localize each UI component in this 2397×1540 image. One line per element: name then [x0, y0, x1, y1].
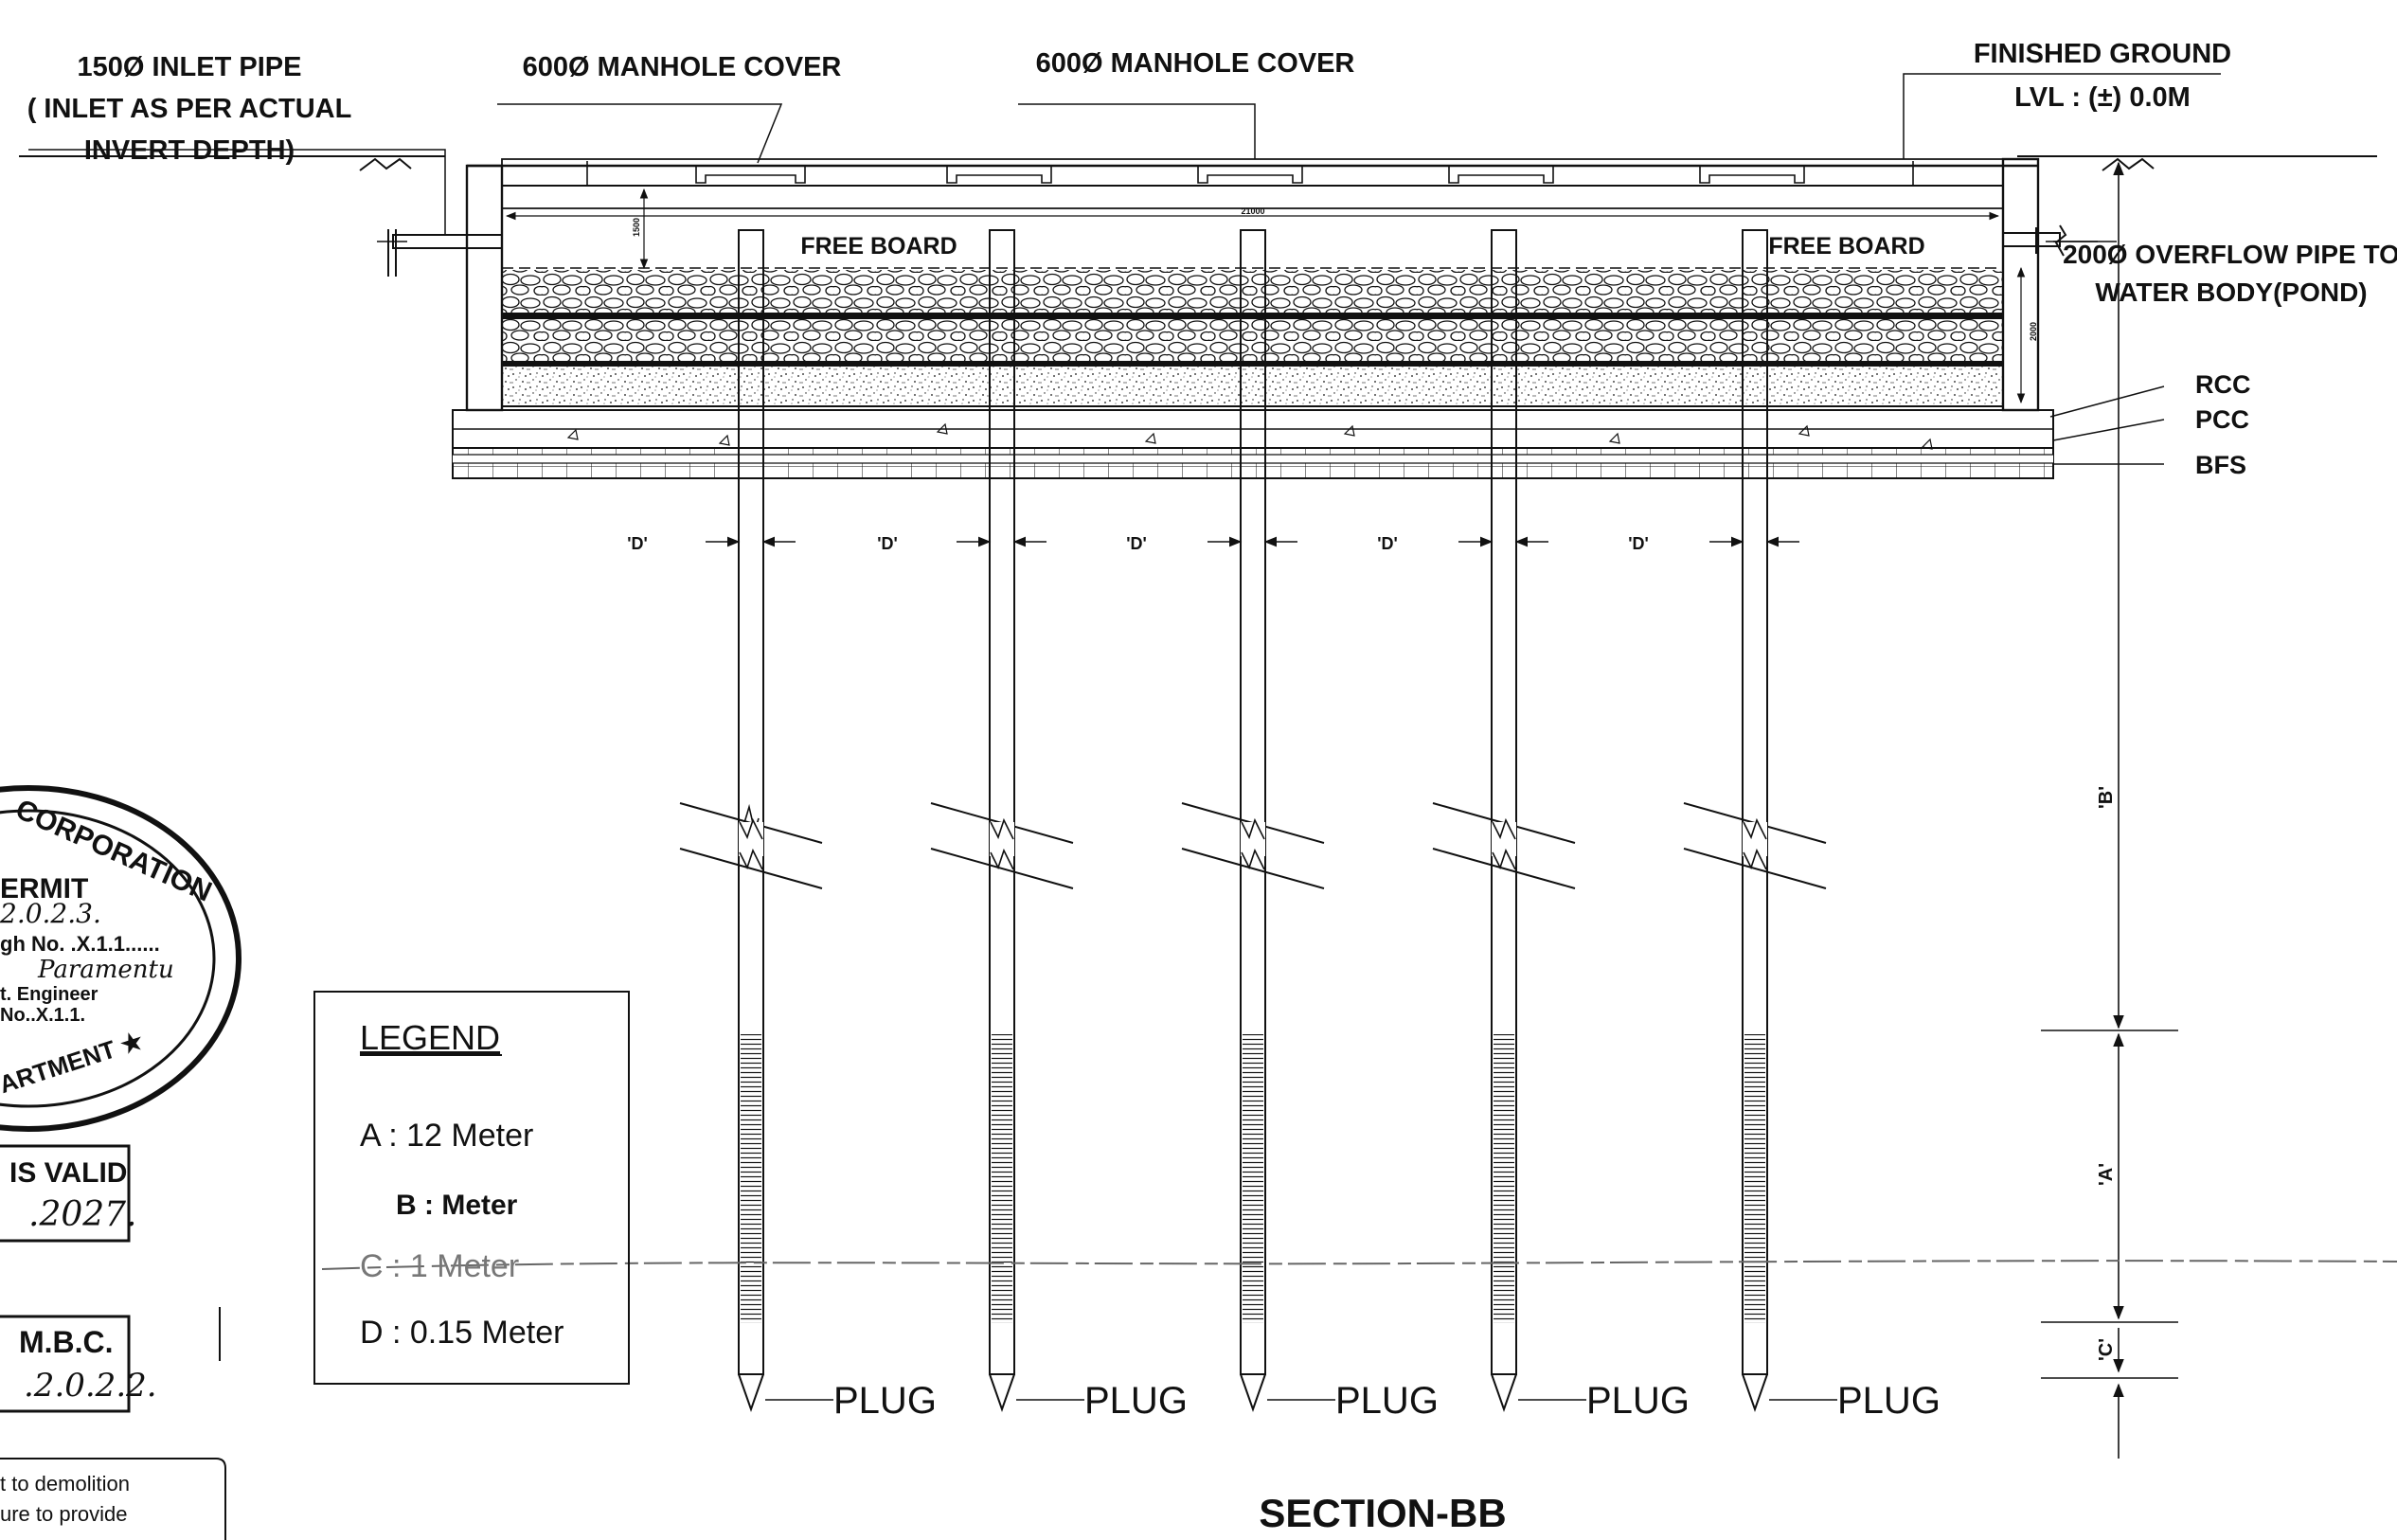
dimension-label-c: 'C'	[2096, 1338, 2117, 1361]
filter-media	[502, 270, 2003, 407]
layer-label-rcc: RCC	[2195, 370, 2251, 399]
well-1	[679, 229, 823, 1413]
dimension-label-b: 'B'	[2096, 786, 2117, 809]
free-board-label-right: FREE BOARD	[1768, 233, 1924, 260]
layer-label-pcc: PCC	[2195, 405, 2249, 434]
free-board-label-left: FREE BOARD	[800, 233, 957, 260]
legend-item-b: B : Meter	[396, 1190, 518, 1221]
inlet-label-line-3: INVERT DEPTH)	[84, 135, 295, 166]
plug-label-5: PLUG	[1837, 1380, 1941, 1422]
inner-dimensions	[505, 188, 2026, 404]
scan-artifact-line	[321, 1260, 2397, 1270]
finished-ground-label: FINISHED GROUND	[1974, 39, 2231, 69]
legend-item-a: A : 12 Meter	[360, 1118, 533, 1154]
manhole-cover-label-2: 600Ø MANHOLE COVER	[1036, 48, 1355, 79]
base-slabs	[452, 409, 2054, 479]
overflow-label-line-1: 200Ø OVERFLOW PIPE TO	[2063, 240, 2397, 269]
well-4	[1432, 229, 1576, 1413]
ground-line	[19, 155, 2377, 171]
well-3	[1181, 229, 1325, 1413]
overflow-label-line-2: WATER BODY(POND)	[2095, 278, 2367, 307]
stamp-note-line-1: t to demolition	[0, 1472, 130, 1495]
spacing-label-4: 'D'	[1377, 534, 1398, 553]
inner-height-left: 1500	[632, 218, 641, 237]
approval-stamp: CORPORATION ERMIT 2.0.2.3. gh No. .X.1.1…	[0, 785, 241, 1540]
stamp-sign-no: No..X.1.1.	[0, 1005, 85, 1026]
inner-width-dimension: 21000	[1241, 206, 1264, 216]
inlet-pipe	[28, 149, 503, 277]
stamp-valid-label: IS VALID	[9, 1157, 127, 1189]
stamp-valid-date: .2027.	[28, 1195, 137, 1234]
spacing-label-3: 'D'	[1126, 534, 1147, 553]
stamp-mbc-date: .2.0.2.2.	[24, 1367, 157, 1405]
inlet-label-line-2: ( INLET AS PER ACTUAL	[27, 94, 352, 124]
plug-label-3: PLUG	[1335, 1380, 1439, 1422]
plug-label-1: PLUG	[833, 1380, 937, 1422]
stamp-ward-no: gh No. .X.1.1......	[0, 932, 160, 956]
inlet-label-line-1: 150Ø INLET PIPE	[78, 52, 302, 82]
roof-slab-covers	[501, 158, 2004, 186]
well-5	[1683, 229, 1827, 1413]
vertical-dimension-chain	[2041, 161, 2178, 1459]
legend-item-c: C : 1 Meter	[360, 1248, 519, 1284]
stamp-permit-no: 2.0.2.3.	[0, 898, 101, 929]
plug-label-4: PLUG	[1586, 1380, 1690, 1422]
stamp-note-line-2: ure to provide	[0, 1502, 128, 1526]
legend-item-d: D : 0.15 Meter	[360, 1315, 563, 1351]
well-2	[930, 229, 1074, 1413]
plug-label-2: PLUG	[1084, 1380, 1188, 1422]
dimension-label-a: 'A'	[2096, 1163, 2117, 1186]
annotation-text: 150Ø INLET PIPE ( INLET AS PER ACTUAL IN…	[27, 39, 2397, 1535]
legend-title: LEGEND	[360, 1018, 500, 1057]
section-title: SECTION-BB	[1259, 1491, 1506, 1535]
spacing-label-1: 'D'	[627, 534, 648, 553]
layer-label-bfs: BFS	[2195, 451, 2246, 479]
manhole-cover-label-1: 600Ø MANHOLE COVER	[523, 52, 842, 82]
stamp-engineer: t. Engineer	[0, 984, 98, 1005]
spacing-label-5: 'D'	[1628, 534, 1649, 553]
spacing-label-2: 'D'	[877, 534, 898, 553]
inner-height-right: 2000	[2029, 322, 2038, 341]
stamp-mbc-label: M.B.C.	[19, 1325, 114, 1359]
stamp-department: ARTMENT ★	[0, 1026, 147, 1099]
stamp-signature: Paramentu	[37, 956, 174, 984]
stamp-permit: ERMIT	[0, 873, 88, 904]
leader-lines	[497, 73, 2221, 1401]
recharge-wells	[679, 229, 1827, 1413]
legend-box: LEGEND A : 12 Meter B : Meter C : 1 Mete…	[313, 991, 630, 1385]
finished-ground-level: LVL : (±) 0.0M	[2014, 82, 2191, 113]
